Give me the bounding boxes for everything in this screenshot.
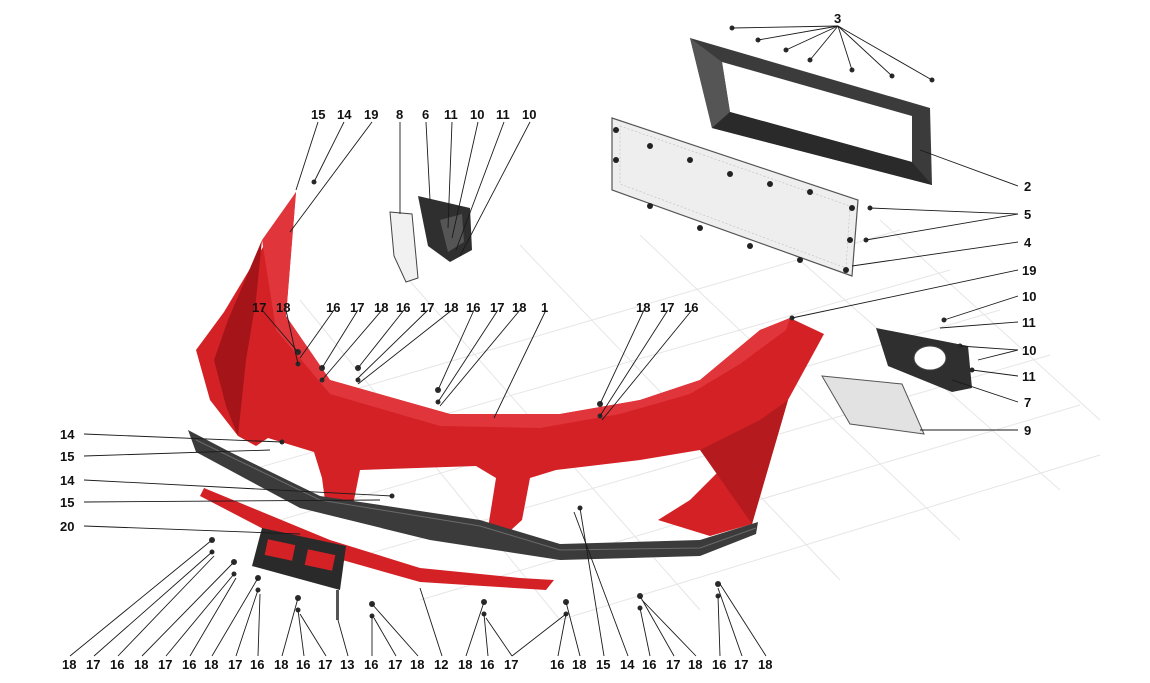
callout-20: 20 [60,519,74,534]
callout-15: 15 [596,657,610,672]
callout-16: 16 [110,657,124,672]
callout-14: 14 [620,657,635,672]
callout-18: 18 [410,657,424,672]
part-13-stud [336,590,339,620]
callout-18: 18 [512,300,526,315]
callout-16: 16 [684,300,698,315]
callout-18: 18 [688,657,702,672]
callout-17: 17 [252,300,266,315]
callout-18: 18 [636,300,650,315]
callout-10: 10 [1022,289,1036,304]
callout-14: 14 [60,427,75,442]
callout-18: 18 [458,657,472,672]
callout-labels: 15 14 19 8 6 11 10 11 10 3 2 5 4 19 10 1… [60,11,1036,672]
callout-16: 16 [182,657,196,672]
callout-15: 15 [60,449,74,464]
callout-16: 16 [466,300,480,315]
callout-14: 14 [337,107,352,122]
part-1-front-bumper [196,192,824,540]
leader-lines [69,25,1019,657]
callout-12: 12 [434,657,448,672]
callout-17: 17 [666,657,680,672]
part-6-air-duct [418,196,472,262]
callout-17: 17 [504,657,518,672]
callout-17: 17 [86,657,100,672]
callout-18: 18 [374,300,388,315]
callout-15: 15 [60,495,74,510]
callout-2: 2 [1024,179,1031,194]
callout-17: 17 [660,300,674,315]
part-8-bracket [389,211,419,283]
callout-15: 15 [311,107,325,122]
callout-19: 19 [1022,263,1036,278]
callout-11: 11 [1022,315,1036,330]
callout-17: 17 [158,657,172,672]
callout-19: 19 [364,107,378,122]
callout-17: 17 [228,657,242,672]
callout-17: 17 [420,300,434,315]
callout-16: 16 [642,657,656,672]
callout-11: 11 [496,107,510,122]
callout-16: 16 [296,657,310,672]
callout-18: 18 [134,657,148,672]
callout-17: 17 [318,657,332,672]
part-12-lower-lip [200,488,554,590]
part-4-mesh-grille [611,117,859,277]
callout-1: 1 [541,300,548,315]
callout-18: 18 [204,657,218,672]
callout-16: 16 [480,657,494,672]
part-9-mesh-screen [821,375,925,435]
callout-14: 14 [60,473,75,488]
callout-13: 13 [340,657,354,672]
part-7-air-duct [876,328,972,392]
callout-11: 11 [444,107,458,122]
callout-3: 3 [834,11,841,26]
callout-17: 17 [350,300,364,315]
callout-18: 18 [758,657,772,672]
callout-18: 18 [444,300,458,315]
callout-10: 10 [1022,343,1036,358]
callout-16: 16 [326,300,340,315]
callout-18: 18 [572,657,586,672]
part-20-plate-bracket [252,528,346,590]
callout-18: 18 [274,657,288,672]
callout-18: 18 [276,300,290,315]
callout-16: 16 [550,657,564,672]
callout-10: 10 [470,107,484,122]
callout-17: 17 [490,300,504,315]
part-5-screws [863,205,873,243]
callout-4: 4 [1024,235,1032,250]
callout-16: 16 [396,300,410,315]
callout-8: 8 [396,107,403,122]
part-2-carbon-frame [690,38,932,185]
callout-16: 16 [364,657,378,672]
callout-16: 16 [250,657,264,672]
callout-6: 6 [422,107,429,122]
part-front-splitter [188,430,758,560]
callout-10: 10 [522,107,536,122]
callout-7: 7 [1024,395,1031,410]
callout-17: 17 [734,657,748,672]
callout-11: 11 [1022,369,1036,384]
callout-16: 16 [712,657,726,672]
callout-17: 17 [388,657,402,672]
callout-18: 18 [62,657,76,672]
callout-9: 9 [1024,423,1031,438]
callout-5: 5 [1024,207,1031,222]
